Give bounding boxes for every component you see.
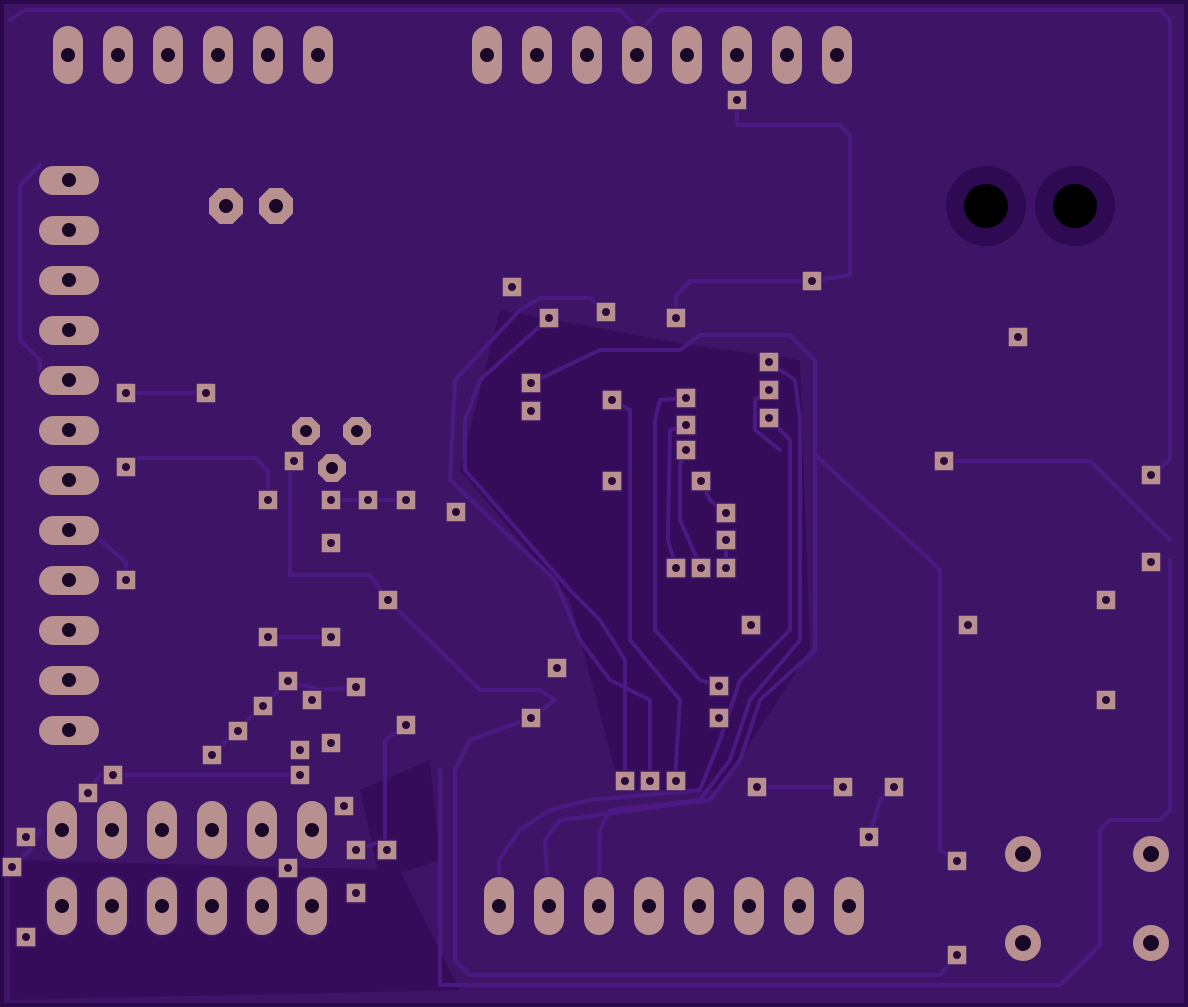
via-drill xyxy=(508,283,516,291)
header-bottom-middle xyxy=(482,875,866,937)
via-drill xyxy=(1147,471,1155,479)
via-drill xyxy=(608,477,616,485)
header-top-left xyxy=(51,24,335,86)
via-drill xyxy=(527,714,535,722)
via-drill xyxy=(202,389,210,397)
via-drill xyxy=(608,396,616,404)
via-drill xyxy=(697,477,705,485)
via-drill xyxy=(753,783,761,791)
octagon-pads xyxy=(207,186,373,484)
via-drill xyxy=(122,576,130,584)
via-drill xyxy=(527,407,535,415)
via-drill xyxy=(747,621,755,629)
via-drill xyxy=(234,727,242,735)
via-drill xyxy=(290,457,298,465)
via-drill xyxy=(296,771,304,779)
via-drill xyxy=(722,564,730,572)
via-drill xyxy=(602,308,610,316)
via-drill xyxy=(765,414,773,422)
via-drill xyxy=(722,509,730,517)
vias xyxy=(1,89,1162,966)
via-drill xyxy=(697,564,705,572)
via-drill xyxy=(340,802,348,810)
via-drill xyxy=(402,496,410,504)
via-drill xyxy=(1147,558,1155,566)
via-drill xyxy=(1014,333,1022,341)
switch-footprint xyxy=(1003,834,1171,963)
via-drill xyxy=(682,394,690,402)
via-drill xyxy=(208,751,216,759)
via-drill xyxy=(621,777,629,785)
via-drill xyxy=(672,564,680,572)
via-drill xyxy=(839,783,847,791)
via-drill xyxy=(109,771,117,779)
via-drill xyxy=(327,633,335,641)
via-drill xyxy=(1102,696,1110,704)
via-drill xyxy=(672,314,680,322)
via-drill xyxy=(22,833,30,841)
via-drill xyxy=(8,863,16,871)
via-drill xyxy=(402,721,410,729)
via-drill xyxy=(733,96,741,104)
via-drill xyxy=(284,864,292,872)
via-drill xyxy=(352,846,360,854)
via-drill xyxy=(327,496,335,504)
via-drill xyxy=(953,951,961,959)
via-drill xyxy=(953,857,961,865)
via-drill xyxy=(808,277,816,285)
via-drill xyxy=(545,314,553,322)
via-drill xyxy=(364,496,372,504)
header-top-right xyxy=(470,24,854,86)
via-drill xyxy=(865,833,873,841)
header-bottom-left xyxy=(45,799,329,937)
via-drill xyxy=(1102,596,1110,604)
via-drill xyxy=(264,633,272,641)
via-drill xyxy=(715,682,723,690)
via-drill xyxy=(296,746,304,754)
via-drill xyxy=(264,496,272,504)
via-drill xyxy=(352,889,360,897)
via-drill xyxy=(682,421,690,429)
via-drill xyxy=(452,508,460,516)
via-drill xyxy=(527,379,535,387)
via-drill xyxy=(84,789,92,797)
via-drill xyxy=(672,777,680,785)
header-left-column xyxy=(37,164,101,747)
via-drill xyxy=(384,596,392,604)
via-drill xyxy=(352,683,360,691)
via-drill xyxy=(964,621,972,629)
via-drill xyxy=(682,446,690,454)
via-drill xyxy=(284,677,292,685)
via-drill xyxy=(259,702,267,710)
via-drill xyxy=(308,696,316,704)
via-drill xyxy=(22,933,30,941)
via-drill xyxy=(715,714,723,722)
via-drill xyxy=(122,463,130,471)
via-drill xyxy=(940,457,948,465)
via-drill xyxy=(765,386,773,394)
via-drill xyxy=(765,358,773,366)
mounting-holes xyxy=(946,166,1115,246)
via-drill xyxy=(722,536,730,544)
via-drill xyxy=(327,739,335,747)
via-drill xyxy=(890,783,898,791)
via-drill xyxy=(327,539,335,547)
via-drill xyxy=(553,664,561,672)
via-drill xyxy=(646,777,654,785)
via-drill xyxy=(122,389,130,397)
via-drill xyxy=(383,846,391,854)
